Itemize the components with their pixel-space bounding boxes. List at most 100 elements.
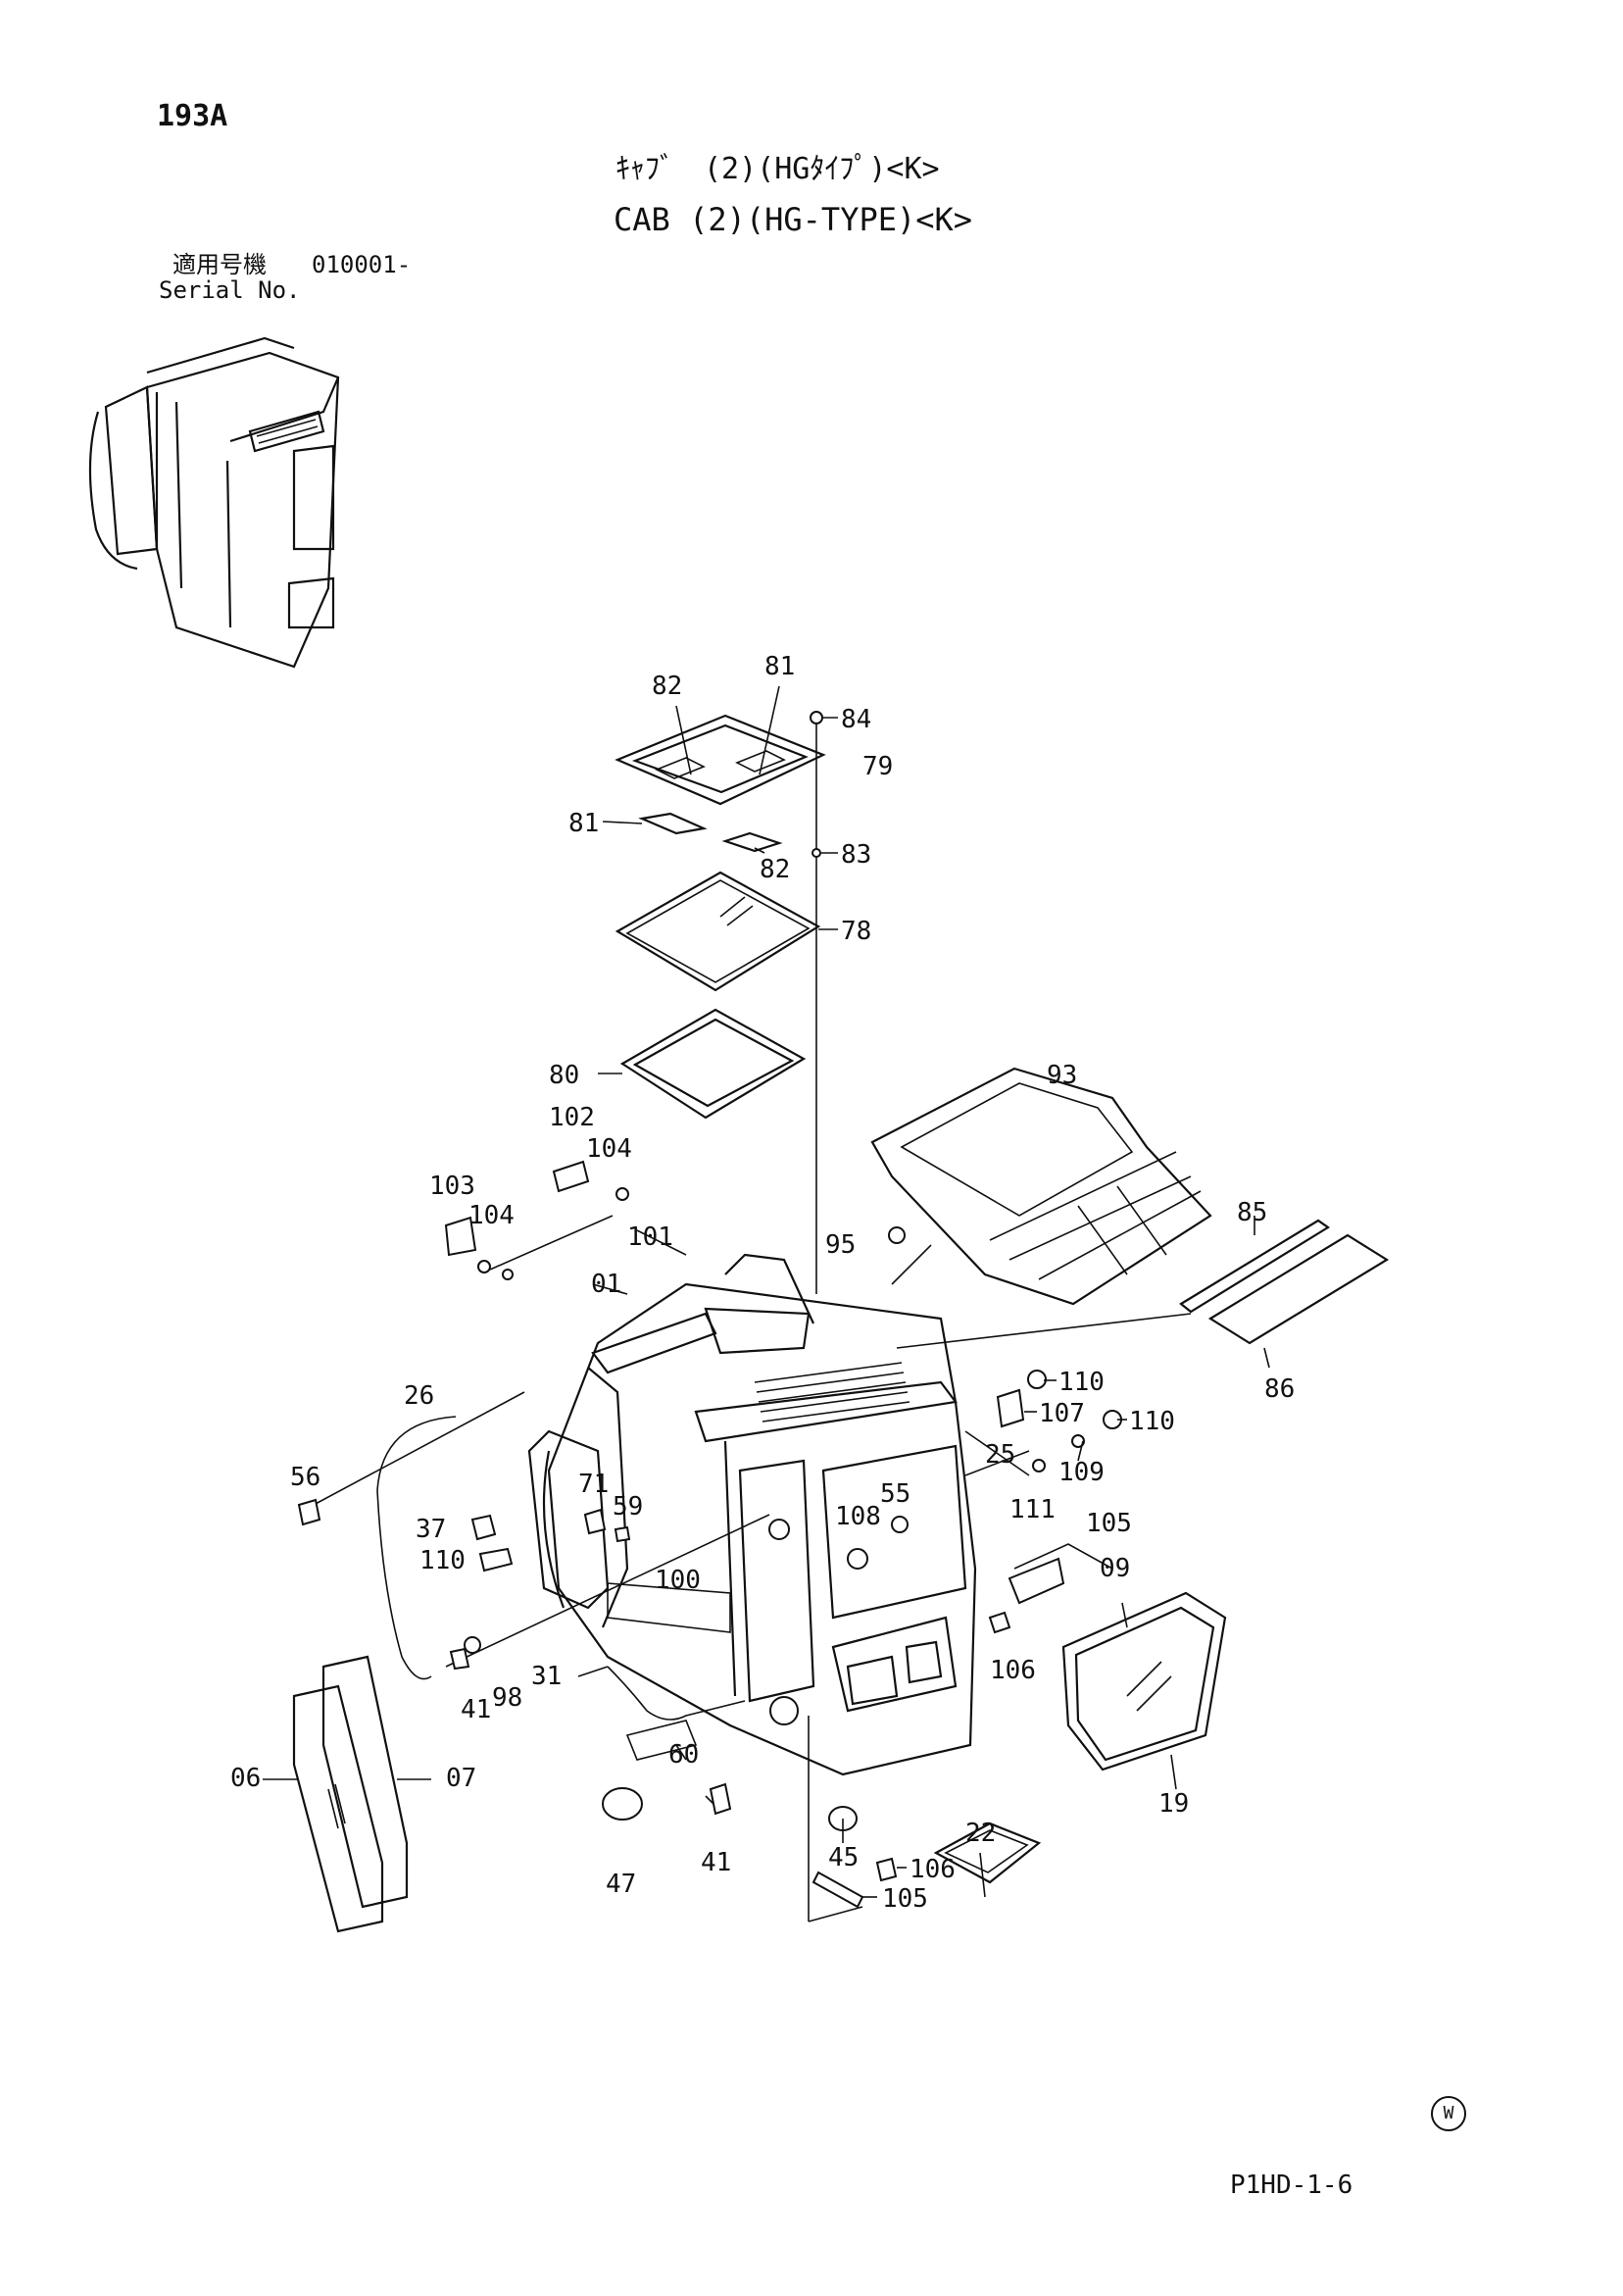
callout-108: 108 xyxy=(835,1502,881,1531)
callout-79: 79 xyxy=(862,752,893,781)
nut-110c xyxy=(891,1516,909,1533)
washer-98 xyxy=(464,1636,481,1654)
callout-07: 07 xyxy=(446,1764,476,1793)
bush-108 xyxy=(847,1548,868,1570)
bracket-107 xyxy=(996,1388,1025,1428)
bolt-106a xyxy=(988,1611,1011,1634)
callout-47: 47 xyxy=(606,1870,636,1899)
callout-60: 60 xyxy=(668,1740,699,1770)
callout-110a: 110 xyxy=(1058,1368,1105,1397)
bolt-56 xyxy=(297,1498,321,1526)
callout-09: 09 xyxy=(1100,1554,1130,1583)
callout-105b: 105 xyxy=(882,1884,928,1914)
callout-22: 22 xyxy=(965,1819,996,1848)
pad-81 xyxy=(638,812,708,835)
callout-01: 01 xyxy=(591,1270,621,1299)
callout-80: 80 xyxy=(549,1061,579,1090)
clip-71 xyxy=(583,1508,607,1535)
bracket-55 xyxy=(478,1547,514,1572)
page-code: P1HD-1-6 xyxy=(1230,2171,1353,2200)
callout-93: 93 xyxy=(1047,1061,1077,1090)
callout-84: 84 xyxy=(841,705,871,734)
clip-95 xyxy=(888,1226,906,1244)
callout-55: 110 xyxy=(419,1546,466,1575)
callout-45: 45 xyxy=(828,1843,859,1872)
rod-101 xyxy=(489,1215,614,1271)
callout-107: 107 xyxy=(1039,1399,1085,1428)
callout-78: 78 xyxy=(841,917,871,946)
callout-19: 19 xyxy=(1158,1789,1189,1819)
callout-98: 98 xyxy=(492,1683,522,1713)
clip-37 xyxy=(470,1514,497,1541)
bracket-105b xyxy=(812,1871,864,1909)
callout-104b: 104 xyxy=(468,1201,515,1230)
roof-glass xyxy=(615,871,821,992)
bracket-102 xyxy=(552,1160,590,1193)
callout-110c: 55 xyxy=(880,1479,910,1509)
title-english: CAB (2)(HG-TYPE)<K> xyxy=(614,201,973,238)
callout-106b: 106 xyxy=(910,1855,956,1884)
bolt-106b xyxy=(875,1857,898,1882)
callout-06: 06 xyxy=(230,1764,261,1793)
side-window-left xyxy=(292,1655,409,1933)
roof-seal xyxy=(619,1008,807,1120)
grommet-47 xyxy=(602,1787,643,1821)
clip-41 xyxy=(449,1647,470,1671)
roof-cover xyxy=(870,1067,1212,1306)
page-number: 193A xyxy=(157,99,228,133)
washer-83 xyxy=(812,848,821,858)
callout-103: 103 xyxy=(429,1172,475,1201)
nut-110a xyxy=(1027,1370,1047,1389)
callout-109: 109 xyxy=(1058,1458,1105,1487)
callout-101: 101 xyxy=(627,1223,673,1252)
callout-82a: 82 xyxy=(652,672,682,701)
serial-number-value: 010001- xyxy=(312,251,412,278)
cab-body xyxy=(542,1253,977,1776)
washer-109 xyxy=(1071,1434,1085,1448)
clip-41b xyxy=(709,1782,732,1816)
side-window-right xyxy=(1061,1591,1227,1772)
bracket-105a xyxy=(1008,1557,1065,1605)
bolt-84 xyxy=(810,711,823,724)
callout-81b: 81 xyxy=(568,809,599,838)
callout-110b: 110 xyxy=(1129,1407,1175,1436)
callout-106a: 106 xyxy=(990,1656,1036,1685)
callout-25: 25 xyxy=(985,1440,1015,1470)
callout-41b: 41 xyxy=(701,1848,731,1877)
callout-26: 26 xyxy=(404,1381,434,1411)
callout-86: 86 xyxy=(1264,1374,1295,1404)
callout-81a: 81 xyxy=(764,652,795,681)
circled-mark: W xyxy=(1431,2096,1466,2131)
callout-31: 31 xyxy=(531,1662,562,1691)
serial-label-japanese: 適用号機 xyxy=(172,251,267,278)
callout-102: 102 xyxy=(549,1103,595,1132)
screw-59 xyxy=(614,1525,631,1543)
callout-59: 59 xyxy=(613,1492,643,1522)
callout-37: 37 xyxy=(416,1515,446,1544)
callout-83: 83 xyxy=(841,840,871,870)
roof-hatch-frame xyxy=(615,714,826,806)
sheet-86 xyxy=(1207,1233,1390,1345)
bracket-103 xyxy=(444,1216,477,1257)
callout-labels: 82 81 84 79 81 83 82 78 80 93 102 104 10… xyxy=(230,652,1295,1914)
plate-100 xyxy=(607,1582,731,1633)
callout-111: 111 xyxy=(1009,1495,1056,1524)
strip-85 xyxy=(1179,1219,1331,1314)
serial-label-english: Serial No. xyxy=(159,276,301,304)
callout-104a: 104 xyxy=(586,1134,632,1164)
callout-85: 85 xyxy=(1237,1198,1267,1227)
pad-82 xyxy=(721,831,783,853)
hose-26 xyxy=(376,1416,457,1680)
rear-glass-22 xyxy=(933,1822,1042,1884)
plate-60 xyxy=(625,1720,698,1761)
callout-71: 71 xyxy=(578,1470,609,1499)
callout-105a: 105 xyxy=(1086,1509,1132,1538)
cab-thumbnail xyxy=(88,336,340,669)
harness-31 xyxy=(607,1666,746,1721)
callout-95: 95 xyxy=(825,1230,856,1260)
callout-56: 56 xyxy=(290,1463,320,1492)
callout-82b: 82 xyxy=(760,855,790,884)
callout-41a: 41 xyxy=(461,1695,491,1724)
washer-111 xyxy=(1032,1459,1046,1472)
